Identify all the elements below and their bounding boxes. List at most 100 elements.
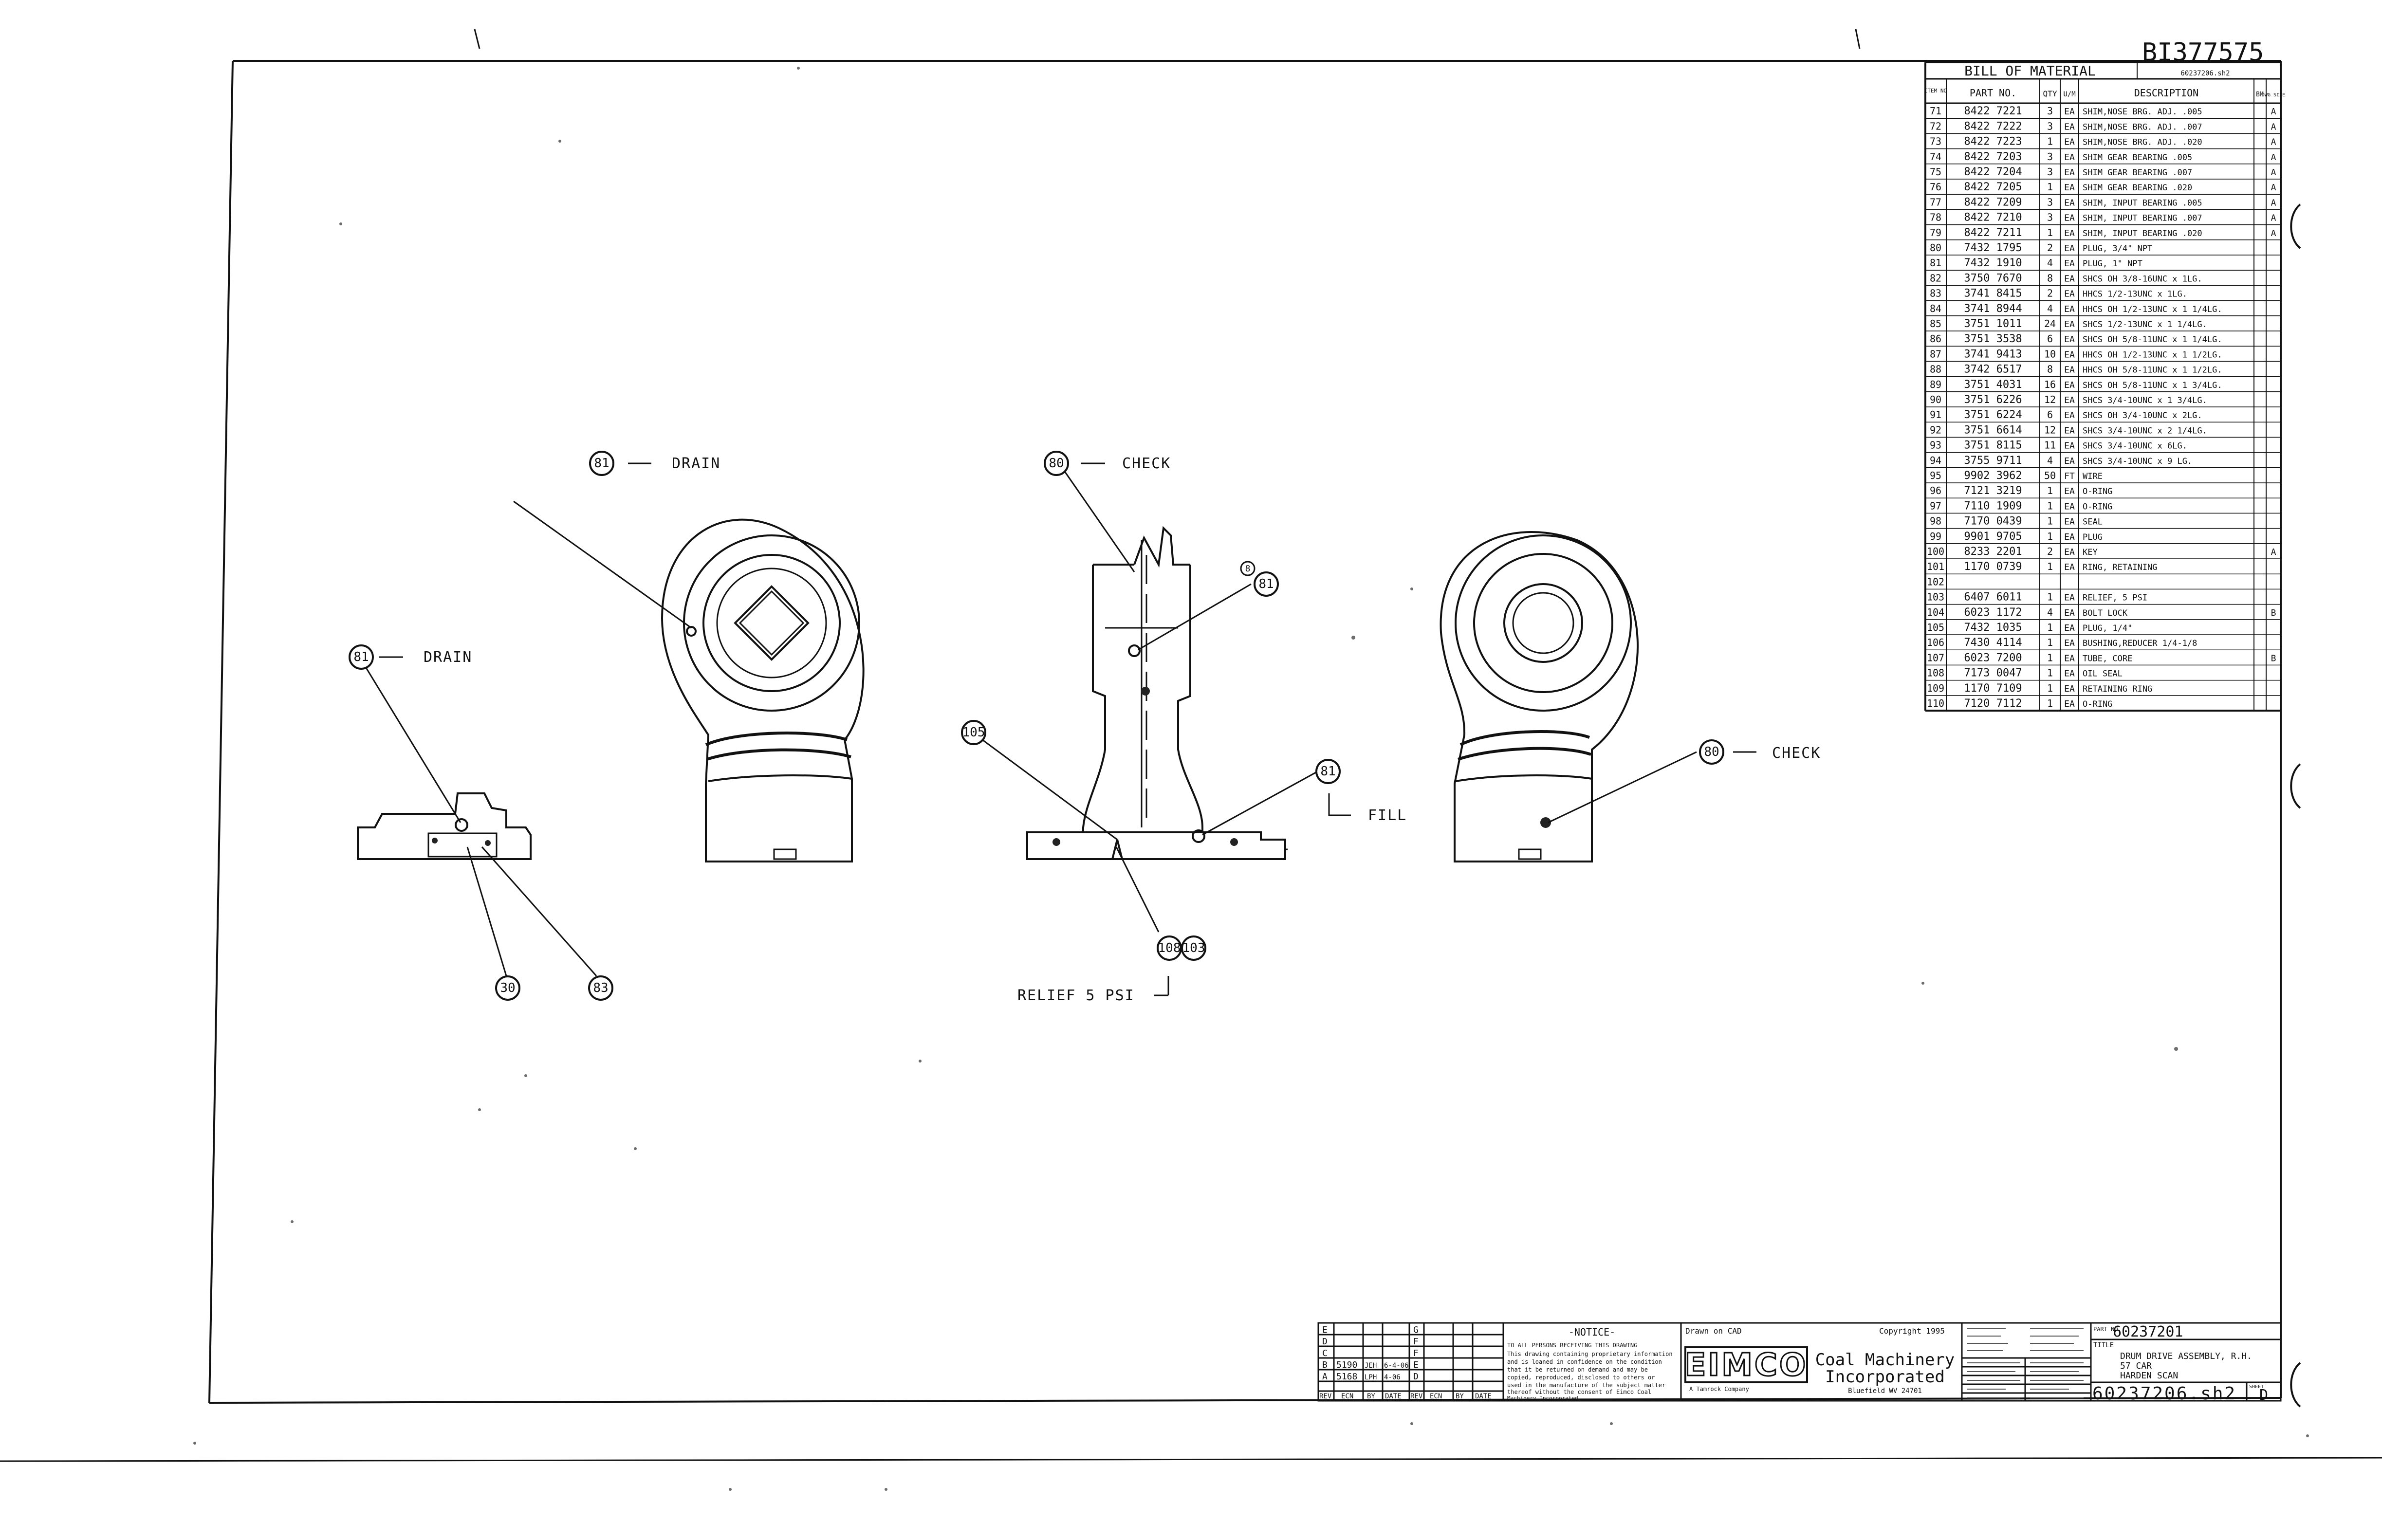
bom-row-desc: SHIM,NOSE BRG. ADJ. .020 xyxy=(2083,138,2202,147)
callout-check-right: CHECK xyxy=(1772,745,1821,762)
bom-row-part: 6407 6011 xyxy=(1964,591,2022,604)
bom-row-desc: SHIM GEAR BEARING .005 xyxy=(2083,153,2192,163)
bom-row-item: 90 xyxy=(1930,394,1941,405)
bom-row-qty: 8 xyxy=(2047,364,2053,375)
bom-row-qty: 1 xyxy=(2047,652,2053,663)
bom-row-um: EA xyxy=(2064,304,2075,314)
bom-row-qty: 6 xyxy=(2047,333,2053,345)
bom-row-item: 109 xyxy=(1927,682,1944,694)
scan-specks xyxy=(193,67,2309,1491)
balloons: 81 81 80 81 81 80 105 30 83 108 103 xyxy=(349,451,1724,1001)
svg-text:E: E xyxy=(1413,1360,1419,1370)
bom-row-item: 80 xyxy=(1930,242,1941,254)
svg-text:57 CAR: 57 CAR xyxy=(2120,1361,2152,1371)
bom-row-part: 7110 1909 xyxy=(1964,500,2022,512)
svg-text:SHEET: SHEET xyxy=(2249,1384,2264,1390)
part-number: 60237201 xyxy=(2113,1323,2183,1340)
bom-row-item: 77 xyxy=(1930,196,1941,208)
bom-row-part: 3741 8415 xyxy=(1964,288,2022,300)
bom-row-um: EA xyxy=(2064,243,2075,254)
bom-row-um: EA xyxy=(2064,532,2075,542)
bom-row-size: A xyxy=(2271,183,2276,193)
bom-col-qty: QTY xyxy=(2043,89,2057,98)
bom-row-um: EA xyxy=(2064,501,2075,512)
svg-text:C: C xyxy=(1322,1348,1328,1358)
bom-col-item: ITEM NO xyxy=(1924,88,1947,94)
bom-row-um: EA xyxy=(2064,547,2075,557)
svg-text:Machinery Incorporated.: Machinery Incorporated. xyxy=(1507,1395,1581,1401)
bom-row-desc: HHCS OH 1/2-13UNC x 1 1/4LG. xyxy=(2083,305,2222,314)
bom-row-qty: 1 xyxy=(2047,136,2053,147)
bom-row-qty: 1 xyxy=(2047,561,2053,572)
bom-row-part: 7432 1910 xyxy=(1964,257,2022,269)
bom-row-qty: 1 xyxy=(2047,181,2053,193)
bom-row-qty: 3 xyxy=(2047,212,2053,223)
bom-row-um: EA xyxy=(2064,441,2075,451)
bom-row-qty: 4 xyxy=(2047,303,2053,314)
svg-text:80: 80 xyxy=(1049,456,1064,471)
bom-row-desc: SHCS 3/4-10UNC x 1 3/4LG. xyxy=(2083,396,2207,405)
balloon-103: 103 xyxy=(1181,935,1206,961)
svg-text:JEH: JEH xyxy=(1365,1362,1377,1370)
bom-row-part: 7432 1795 xyxy=(1964,242,2022,254)
bom-row-item: 78 xyxy=(1930,212,1941,223)
bom-row-part: 3750 7670 xyxy=(1964,272,2022,284)
bom-row-item: 81 xyxy=(1930,257,1941,269)
bom-row-desc: HHCS 1/2-13UNC x 1LG. xyxy=(2083,290,2187,299)
bom-row-item: 103 xyxy=(1927,591,1944,603)
svg-text:F: F xyxy=(1413,1337,1419,1347)
bom-row-part: 7430 4114 xyxy=(1964,637,2022,649)
bom-col-um: U/M xyxy=(2063,91,2075,98)
bom-title: BILL OF MATERIAL xyxy=(1964,63,2096,79)
bom-row-item: 107 xyxy=(1927,652,1944,663)
bom-row-um: EA xyxy=(2064,107,2075,117)
bom-row-qty: 1 xyxy=(2047,697,2053,709)
bom-row-qty: 3 xyxy=(2047,151,2053,163)
bom-row-desc: PLUG, 1/4" xyxy=(2083,623,2132,633)
bom-row-desc: SHCS OH 5/8-11UNC x 1 1/4LG. xyxy=(2083,335,2222,345)
svg-text:TITLE: TITLE xyxy=(2093,1341,2114,1349)
bom-row-item: 88 xyxy=(1930,364,1941,375)
bom-row-part: 7173 0047 xyxy=(1964,667,2022,679)
svg-text:DRUM DRIVE ASSEMBLY, R.H.: DRUM DRIVE ASSEMBLY, R.H. xyxy=(2120,1351,2252,1361)
bom-row-qty: 3 xyxy=(2047,166,2053,178)
leader-lines xyxy=(365,462,1756,996)
svg-text:81: 81 xyxy=(1258,577,1274,591)
svg-text:4-06: 4-06 xyxy=(1384,1374,1401,1381)
bom-row-qty: 1 xyxy=(2047,515,2053,527)
svg-text:Copyright 1995: Copyright 1995 xyxy=(1879,1326,1945,1336)
bom-row-qty: 8 xyxy=(2047,272,2053,284)
bom-row-part: 3751 3538 xyxy=(1964,333,2022,345)
bom-row-um: EA xyxy=(2064,349,2075,360)
bom-row-desc: BOLT LOCK xyxy=(2083,608,2128,618)
bom-row-qty: 1 xyxy=(2047,591,2053,603)
bom-row-desc: SHCS 1/2-13UNC x 1 1/4LG. xyxy=(2083,320,2207,330)
bom-row-um: EA xyxy=(2064,137,2075,147)
bom-row-item: 86 xyxy=(1930,333,1941,345)
bom-row-size: A xyxy=(2271,547,2276,557)
bom-row-item: 84 xyxy=(1930,303,1941,314)
bom-row-qty: 1 xyxy=(2047,227,2053,238)
callout-labels: DRAIN DRAIN CHECK CHECK FILL RELIEF 5 PS… xyxy=(424,455,1821,1004)
bom-row-part: 8422 7211 xyxy=(1964,227,2022,239)
callout-drain-top: DRAIN xyxy=(672,455,720,472)
bom-row-part: 9901 9705 xyxy=(1964,531,2022,543)
bom-row-item: 93 xyxy=(1930,440,1941,451)
bom-row-part: 3741 9413 xyxy=(1964,348,2022,360)
bom-row-part: 3751 6224 xyxy=(1964,409,2022,421)
bom-row-item: 100 xyxy=(1927,546,1944,557)
svg-text:REV: REV xyxy=(1410,1393,1423,1400)
bom-row-part: 3751 4031 xyxy=(1964,379,2022,391)
bom-row-part: 6023 1172 xyxy=(1964,606,2022,619)
bom-row-desc: TUBE, CORE xyxy=(2083,654,2132,663)
bom-row-um: EA xyxy=(2064,395,2075,405)
svg-text:103: 103 xyxy=(1182,941,1205,955)
bom-row-desc: SHCS OH 5/8-11UNC x 1 3/4LG. xyxy=(2083,381,2222,390)
bom-col-size: DWG SIZE xyxy=(2262,92,2285,98)
bom-row-part: 8422 7209 xyxy=(1964,196,2022,208)
svg-text:6-4-06: 6-4-06 xyxy=(1384,1362,1409,1370)
bom-row-item: 73 xyxy=(1930,136,1941,147)
view-end-right xyxy=(1440,531,1639,862)
bom-row-desc: SHCS 3/4-10UNC x 6LG. xyxy=(2083,441,2187,451)
bom-row-item: 110 xyxy=(1927,697,1944,709)
